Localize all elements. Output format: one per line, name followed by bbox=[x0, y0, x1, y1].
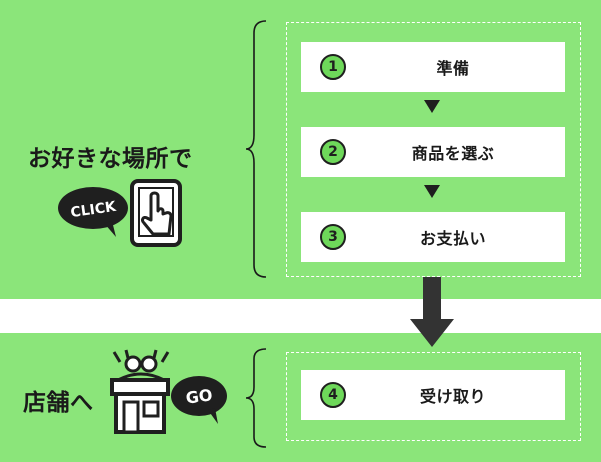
staff-glasses-icon bbox=[112, 349, 170, 382]
online-section-label: お好きな場所で bbox=[28, 146, 193, 172]
step-preparation: 1 準備 bbox=[301, 42, 565, 92]
down-triangle-icon bbox=[424, 185, 440, 198]
down-triangle-icon bbox=[424, 100, 440, 113]
step-select-product: 2 商品を選ぶ bbox=[301, 127, 565, 177]
step-label: 受け取り bbox=[419, 387, 486, 406]
store-brace bbox=[245, 348, 267, 448]
step-pickup: 4 受け取り bbox=[301, 370, 565, 420]
step-label: お支払い bbox=[419, 229, 486, 248]
go-speech-bubble: GO bbox=[171, 376, 227, 424]
step-payment: 3 お支払い bbox=[301, 212, 565, 262]
step-number-badge: 4 bbox=[320, 382, 346, 408]
online-brace bbox=[245, 20, 267, 278]
step-number-badge: 1 bbox=[320, 54, 346, 80]
store-section-label: 店舗へ bbox=[23, 390, 94, 416]
step-label: 商品を選ぶ bbox=[411, 144, 495, 163]
go-badge-text: GO bbox=[185, 385, 214, 408]
step-number-badge: 2 bbox=[320, 139, 346, 165]
online-steps-container bbox=[286, 22, 581, 277]
store-steps-container bbox=[286, 352, 581, 441]
step-label: 準備 bbox=[436, 59, 470, 78]
tablet-tap-icon bbox=[130, 179, 182, 247]
big-down-arrow-icon bbox=[410, 277, 454, 347]
click-badge-text: CLICK bbox=[70, 199, 118, 221]
click-speech-bubble: CLICK bbox=[58, 187, 128, 237]
step-number-badge: 3 bbox=[320, 224, 346, 250]
storefront-icon bbox=[110, 378, 170, 434]
